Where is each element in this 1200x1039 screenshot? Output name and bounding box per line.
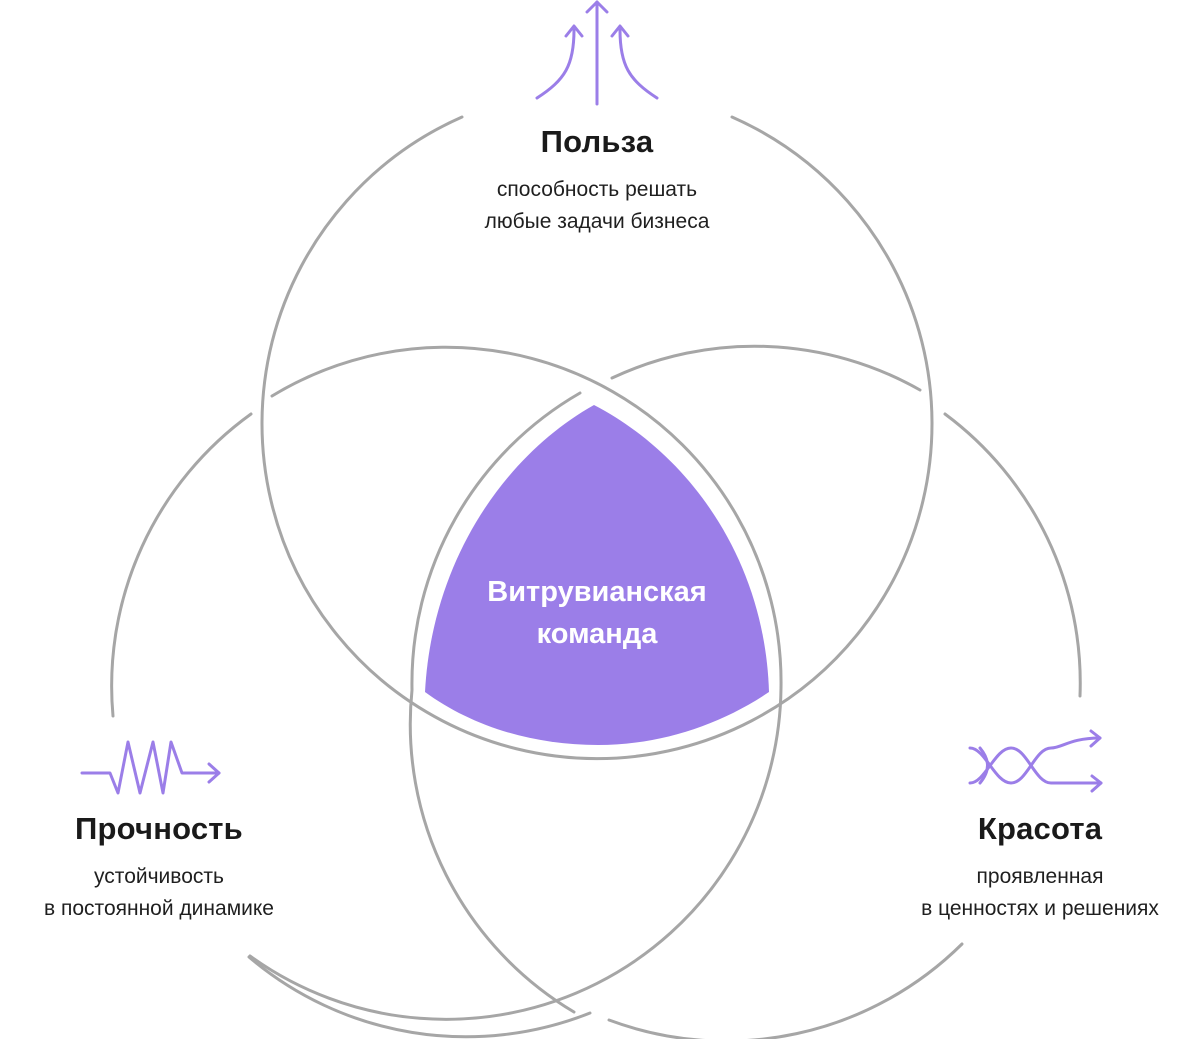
venn-circles [110,115,1082,1039]
top-subtitle-1: способность решать [496,178,698,201]
right-circle-lower [607,942,964,1039]
right-subtitle-1: проявленная [976,865,1104,888]
left-title: Прочность [75,811,243,846]
left-circle-bottom [247,955,592,1039]
pulse-arrow-icon [80,740,221,795]
left-subtitle-1: устойчивость [94,865,224,888]
center-line-2: команда [536,618,658,650]
right-circle-inner [610,344,922,392]
right-label-group: Красота проявленная в ценностях и решени… [880,811,1200,925]
twist-arrows-icon [968,729,1103,793]
right-title: Красота [977,811,1103,846]
top-subtitle-2: любые задачи бизнеса [484,210,710,233]
center-line-1: Витрувианская [487,576,707,608]
top-title: Польза [540,124,654,159]
top-circle [260,115,934,761]
left-circle-lower [248,345,783,1021]
left-label-group: Прочность устойчивость в постоянной дина… [0,811,318,925]
right-circle-left-arc [408,391,582,1014]
center-intersection-shape [425,405,769,745]
right-subtitle-2: в ценностях и решениях [921,897,1159,920]
top-label-group: Польза способность решать любые задачи б… [397,124,797,238]
left-circle [110,412,253,718]
center-label: Витрувианская команда [447,571,747,655]
left-subtitle-2: в постоянной динамике [44,897,274,920]
right-circle [943,412,1082,698]
arrows-up-icon [535,0,659,106]
